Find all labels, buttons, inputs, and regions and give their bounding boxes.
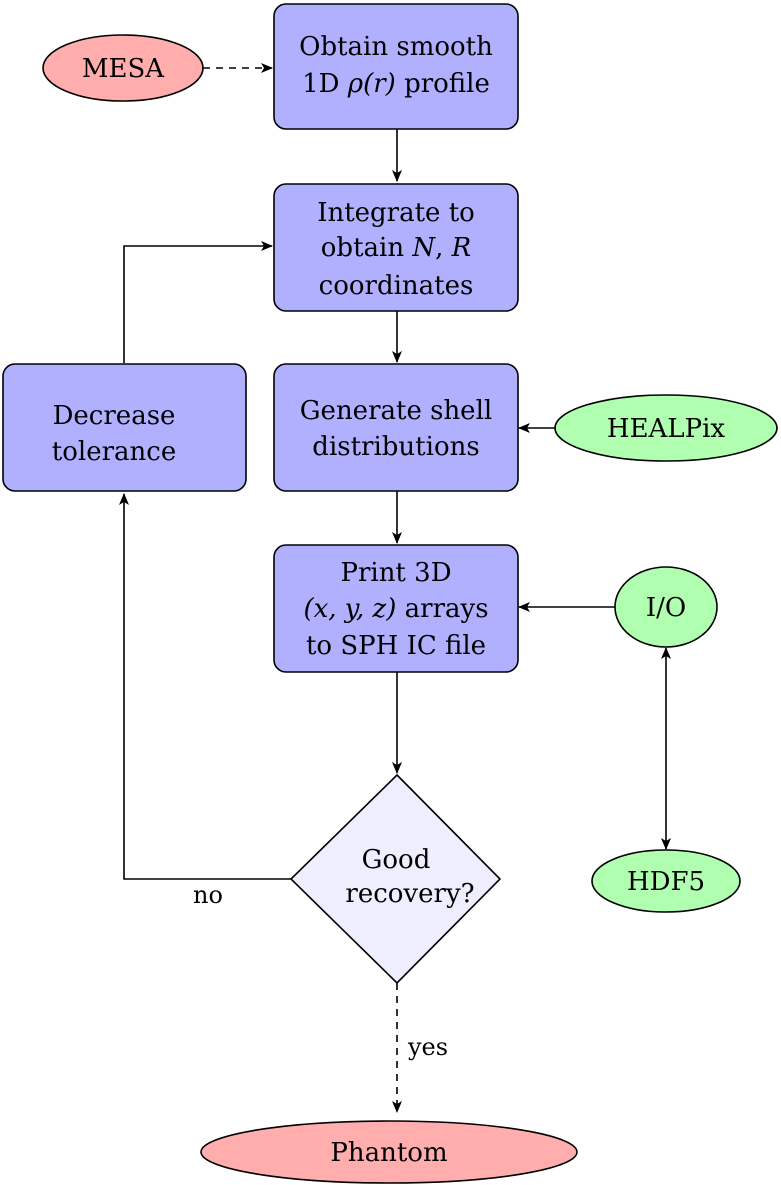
- node-decrease-line2: tolerance: [52, 437, 176, 467]
- node-healpix: HEALPix: [554, 394, 778, 462]
- node-io-label: I/O: [646, 593, 686, 623]
- node-decision-line2: recovery?: [345, 879, 474, 909]
- node-decision-line1: Good: [362, 845, 431, 875]
- node-phantom: Phantom: [200, 1120, 578, 1184]
- edge-label-yes: yes: [407, 1033, 448, 1061]
- node-mesa-label: MESA: [82, 54, 165, 84]
- node-generate-line1: Generate shell: [300, 396, 492, 426]
- edge-decision-to-decrease: [119, 493, 291, 880]
- node-obtain-profile: Obtain smooth 1D ρ(r) profile: [273, 3, 519, 130]
- node-decrease-tolerance: Decrease tolerance: [2, 363, 247, 492]
- node-integrate-line2: obtain N, R: [321, 233, 471, 263]
- node-print-line3: to SPH IC file: [306, 631, 486, 661]
- node-mesa: MESA: [42, 34, 204, 102]
- node-phantom-label: Phantom: [330, 1138, 447, 1168]
- node-integrate: Integrate to obtain N, R coordinates: [273, 183, 519, 312]
- node-print-line2: (x, y, z) arrays: [303, 594, 488, 624]
- node-generate-shells: Generate shell distributions: [273, 363, 519, 492]
- node-good-recovery: Good recovery?: [289, 773, 502, 985]
- node-integrate-line1: Integrate to: [317, 198, 475, 228]
- node-decrease-line1: Decrease: [53, 401, 176, 431]
- node-generate-line2: distributions: [312, 432, 479, 462]
- node-obtain-profile-line2: 1D ρ(r) profile: [302, 69, 490, 99]
- edge-decrease-to-integrate: [123, 241, 273, 363]
- node-hdf5: HDF5: [591, 849, 741, 913]
- node-obtain-profile-line1: Obtain smooth: [299, 32, 493, 62]
- node-io: I/O: [614, 566, 718, 648]
- edge-label-no: no: [193, 881, 223, 909]
- node-print-line1: Print 3D: [340, 558, 451, 588]
- edges: [119, 63, 671, 1113]
- node-integrate-line3: coordinates: [319, 271, 474, 301]
- node-hdf5-label: HDF5: [627, 867, 705, 897]
- node-print-arrays: Print 3D (x, y, z) arrays to SPH IC file: [273, 544, 519, 673]
- node-healpix-label: HEALPix: [607, 414, 726, 444]
